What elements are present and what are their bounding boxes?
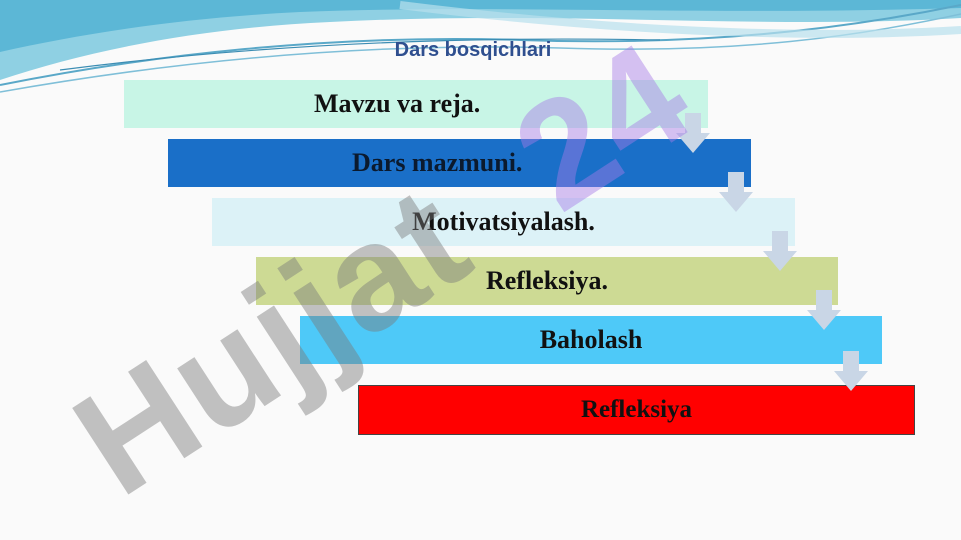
page-title: Dars bosqichlari [394,39,552,61]
header-swoosh-decoration [0,0,961,93]
down-arrow-icon [807,290,841,330]
step-refleksiya: Refleksiya. [256,257,838,305]
step-mavzu-va-reja: Mavzu va reja. [124,80,708,128]
down-arrow-icon [676,113,710,153]
step-motivatsiyalash: Motivatsiyalash. [212,198,795,246]
down-arrow-icon [763,231,797,271]
down-arrow-icon [719,172,753,212]
step-dars-mazmuni: Dars mazmuni. [168,139,751,187]
down-arrow-icon [834,351,868,391]
step-refleksiya-final: Refleksiya [358,385,915,435]
step-baholash: Baholash [300,316,882,364]
